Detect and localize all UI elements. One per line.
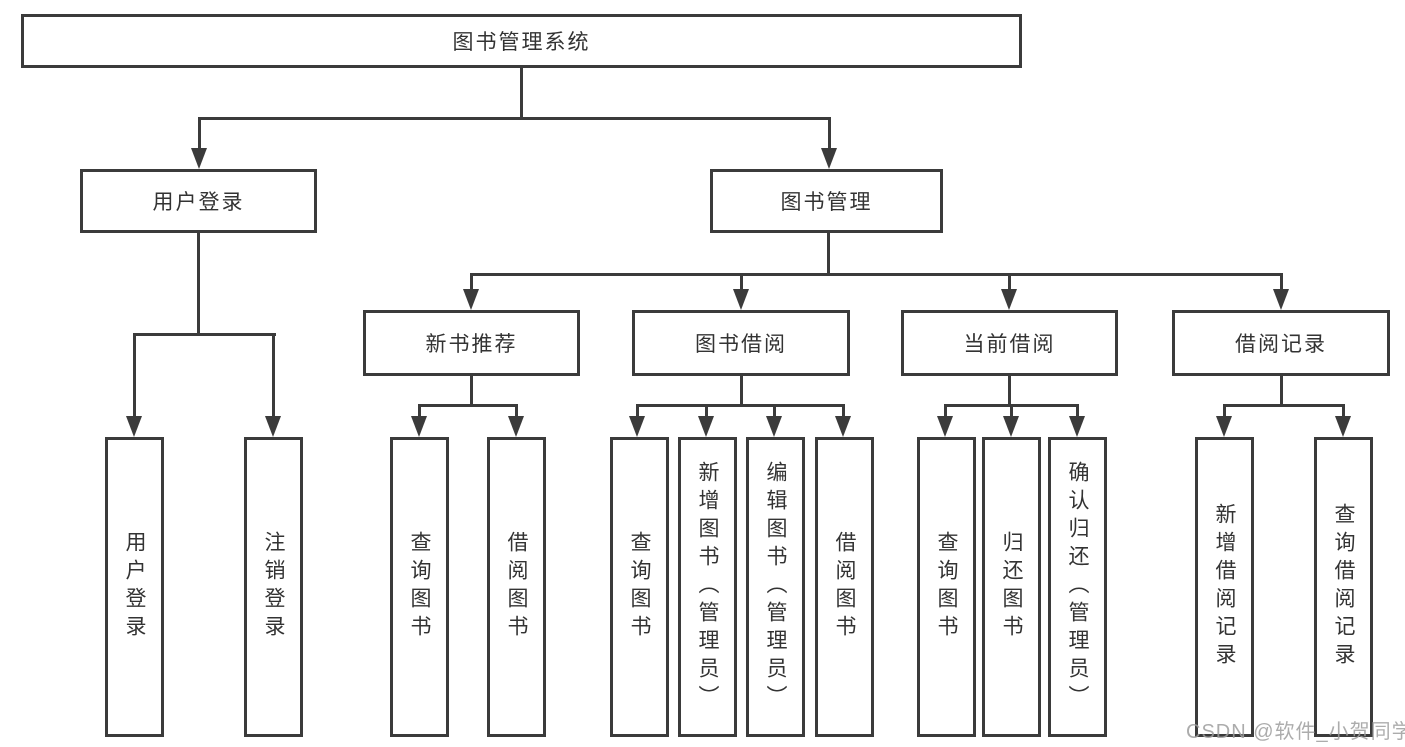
- leaf-logout-label: 注销登录: [262, 531, 285, 643]
- node-borrow-records-label: 借阅记录: [1235, 333, 1327, 356]
- leaf-edit-book-admin-label: 编辑图书（管理员）: [764, 461, 787, 713]
- connector-line: [1223, 404, 1345, 407]
- node-borrow-records: 借阅记录: [1172, 310, 1390, 376]
- arrow-down-icon: [698, 416, 714, 437]
- arrow-down-icon: [1335, 416, 1351, 437]
- leaf-add-borrow-record-label: 新增借阅记录: [1213, 503, 1236, 671]
- arrow-down-icon: [1001, 289, 1017, 310]
- connector-line: [1342, 404, 1345, 421]
- arrow-down-icon: [191, 148, 207, 169]
- connector-line: [773, 404, 776, 421]
- connector-line: [740, 273, 743, 295]
- arrow-down-icon: [265, 416, 281, 437]
- leaf-borrow-book-recommend-label: 借阅图书: [505, 531, 528, 643]
- connector-line: [842, 404, 845, 421]
- arrow-down-icon: [463, 289, 479, 310]
- leaf-confirm-return-admin: 确认归还（管理员）: [1048, 437, 1107, 737]
- arrow-down-icon: [937, 416, 953, 437]
- leaf-query-book-borrow-label: 查询图书: [628, 531, 651, 643]
- node-current-borrow: 当前借阅: [901, 310, 1118, 376]
- arrow-down-icon: [1069, 416, 1085, 437]
- connector-line: [418, 404, 421, 421]
- arrow-down-icon: [126, 416, 142, 437]
- connector-line: [1280, 376, 1283, 407]
- connector-line: [1223, 404, 1226, 421]
- connector-line: [944, 404, 947, 421]
- arrow-down-icon: [411, 416, 427, 437]
- node-root-label: 图书管理系统: [452, 31, 591, 54]
- connector-line: [1010, 404, 1013, 421]
- connector-line: [828, 117, 831, 153]
- leaf-logout: 注销登录: [244, 437, 303, 737]
- node-current-borrow-label: 当前借阅: [963, 333, 1056, 356]
- node-book-management: 图书管理: [710, 169, 943, 233]
- leaf-user-login-label: 用户登录: [123, 531, 146, 643]
- connector-line: [133, 333, 136, 421]
- leaf-query-book-recommend-label: 查询图书: [408, 531, 431, 643]
- leaf-query-borrow-record: 查询借阅记录: [1314, 437, 1373, 737]
- leaf-borrow-book-recommend: 借阅图书: [487, 437, 546, 737]
- node-root-system: 图书管理系统: [21, 14, 1022, 68]
- leaf-query-book-current: 查询图书: [917, 437, 976, 737]
- leaf-add-book-admin-label: 新增图书（管理员）: [696, 461, 719, 713]
- connector-line: [515, 404, 518, 421]
- connector-line: [470, 273, 473, 295]
- connector-line: [636, 404, 844, 407]
- leaf-return-book-label: 归还图书: [1000, 531, 1023, 643]
- arrow-down-icon: [835, 416, 851, 437]
- leaf-edit-book-admin: 编辑图书（管理员）: [746, 437, 805, 737]
- connector-line: [198, 117, 201, 153]
- node-book-borrow: 图书借阅: [632, 310, 850, 376]
- connector-line: [705, 404, 708, 421]
- node-new-book-recommend: 新书推荐: [363, 310, 580, 376]
- leaf-add-borrow-record: 新增借阅记录: [1195, 437, 1254, 737]
- connector-line: [133, 333, 276, 336]
- leaf-borrow-book-label: 借阅图书: [833, 531, 856, 643]
- connector-line: [1280, 273, 1283, 295]
- connector-line: [418, 404, 518, 407]
- node-book-management-label: 图书管理: [780, 191, 873, 214]
- node-book-borrow-label: 图书借阅: [695, 333, 787, 356]
- connector-line: [470, 376, 473, 407]
- connector-line: [272, 333, 275, 421]
- connector-line: [1008, 273, 1011, 295]
- connector-line: [636, 404, 639, 421]
- arrow-down-icon: [733, 289, 749, 310]
- connector-line: [197, 232, 200, 335]
- connector-line: [740, 376, 743, 407]
- arrow-down-icon: [821, 148, 837, 169]
- node-user-login-label: 用户登录: [152, 191, 245, 214]
- leaf-return-book: 归还图书: [982, 437, 1041, 737]
- leaf-confirm-return-admin-label: 确认归还（管理员）: [1066, 461, 1089, 713]
- connector-line: [827, 233, 830, 275]
- connector-line: [470, 273, 1282, 276]
- arrow-down-icon: [1273, 289, 1289, 310]
- node-user-login: 用户登录: [80, 169, 317, 233]
- connector-line: [520, 68, 523, 120]
- arrow-down-icon: [1003, 416, 1019, 437]
- node-new-book-recommend-label: 新书推荐: [425, 333, 518, 356]
- connector-line: [1076, 404, 1079, 421]
- leaf-query-book-current-label: 查询图书: [935, 531, 958, 643]
- arrow-down-icon: [766, 416, 782, 437]
- leaf-user-login: 用户登录: [105, 437, 164, 737]
- leaf-add-book-admin: 新增图书（管理员）: [678, 437, 737, 737]
- arrow-down-icon: [629, 416, 645, 437]
- connector-line: [198, 117, 831, 120]
- leaf-query-book-recommend: 查询图书: [390, 437, 449, 737]
- connector-line: [1008, 376, 1011, 407]
- csdn-watermark: CSDN @软件_小贺同学: [1186, 721, 1405, 743]
- leaf-query-borrow-record-label: 查询借阅记录: [1332, 503, 1355, 671]
- arrow-down-icon: [1216, 416, 1232, 437]
- arrow-down-icon: [508, 416, 524, 437]
- leaf-borrow-book: 借阅图书: [815, 437, 874, 737]
- leaf-query-book-borrow: 查询图书: [610, 437, 669, 737]
